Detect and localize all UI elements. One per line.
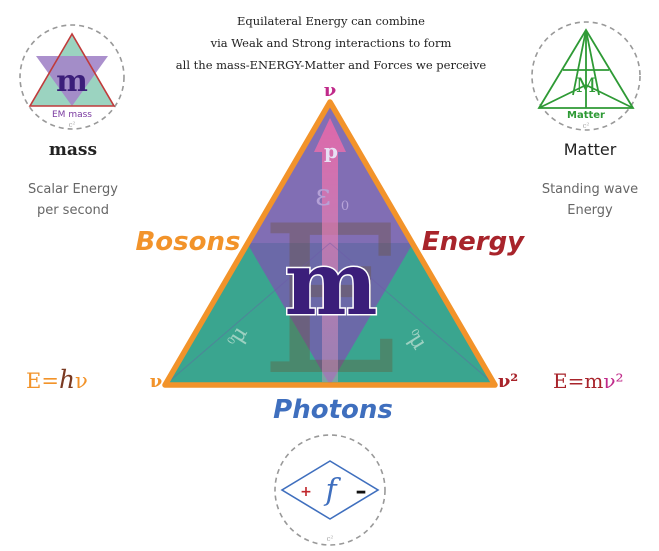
formula-e-m-nu2: E=mν² — [553, 369, 624, 393]
mass-triangle-purple — [36, 56, 108, 106]
title-line-2: via Weak and Strong interactions to form — [210, 36, 452, 50]
epsilon-subscript: 0 — [341, 199, 349, 214]
mu-left-subscript: 0 — [226, 336, 239, 347]
main-triangle: E p ε 0 m μ 0 μ 0 — [162, 99, 498, 421]
formula-e-h-nu: E=hν — [26, 365, 88, 394]
minus-sign: – — [356, 479, 367, 504]
formula-right-nu2: ν² — [603, 369, 623, 393]
big-m-symbol: m — [284, 231, 377, 335]
frequency-c2-glyph: c² — [327, 535, 334, 543]
mass-desc-line1: Scalar Energy — [28, 182, 118, 197]
apex-nu-label: ν — [324, 80, 337, 101]
left-vertex-nu-label: ν — [150, 371, 163, 392]
mass-circle-caption: EM mass — [52, 110, 92, 120]
matter-circle-caption: Matter — [567, 110, 605, 121]
matter-circle: M Matter c² — [531, 21, 641, 131]
formula-right-prefix: E=m — [553, 369, 603, 393]
mass-desc-line2: per second — [37, 203, 109, 218]
matter-green-frame — [537, 28, 635, 109]
matter-heading: Matter — [564, 140, 617, 159]
momentum-arrow — [314, 118, 346, 382]
matter-desc-line2: Energy — [567, 203, 613, 218]
bosons-label: Bosons — [135, 227, 240, 257]
formula-left-prefix: E= — [26, 369, 59, 393]
mu-right-subscript: 0 — [408, 327, 421, 338]
epsilon-label: ε — [315, 178, 331, 213]
energy-label: Energy — [422, 227, 525, 257]
mass-m-symbol: m — [56, 64, 88, 99]
mass-c2-glyph: c² — [69, 121, 76, 129]
title-line-3: all the mass-ENERGY-Matter and Forces we… — [176, 58, 487, 72]
main-triangle-outline — [162, 99, 498, 388]
matter-c2-glyph: c² — [583, 122, 590, 130]
plus-sign: + — [300, 484, 312, 500]
inner-line-left — [164, 242, 331, 386]
mass-heading: mass — [49, 140, 97, 160]
formula-left-h: h — [59, 365, 75, 394]
frequency-diamond — [280, 460, 380, 520]
mass-triangle-outline — [28, 32, 116, 107]
matter-m-symbol: M — [576, 73, 596, 97]
mass-circle: m EM mass c² — [19, 24, 125, 130]
photons-label: Photons — [273, 395, 393, 425]
matter-desc-line1: Standing wave — [542, 182, 638, 197]
title-line-1: Equilateral Energy can combine — [237, 14, 425, 28]
title-block: Equilateral Energy can combine via Weak … — [176, 14, 487, 72]
momentum-p-label: p — [324, 139, 338, 163]
right-vertex-nu2-label: ν² — [498, 371, 518, 392]
frequency-circle: + f – c² — [274, 434, 386, 546]
formula-left-nu: ν — [75, 369, 88, 393]
inner-line-right — [329, 242, 496, 386]
